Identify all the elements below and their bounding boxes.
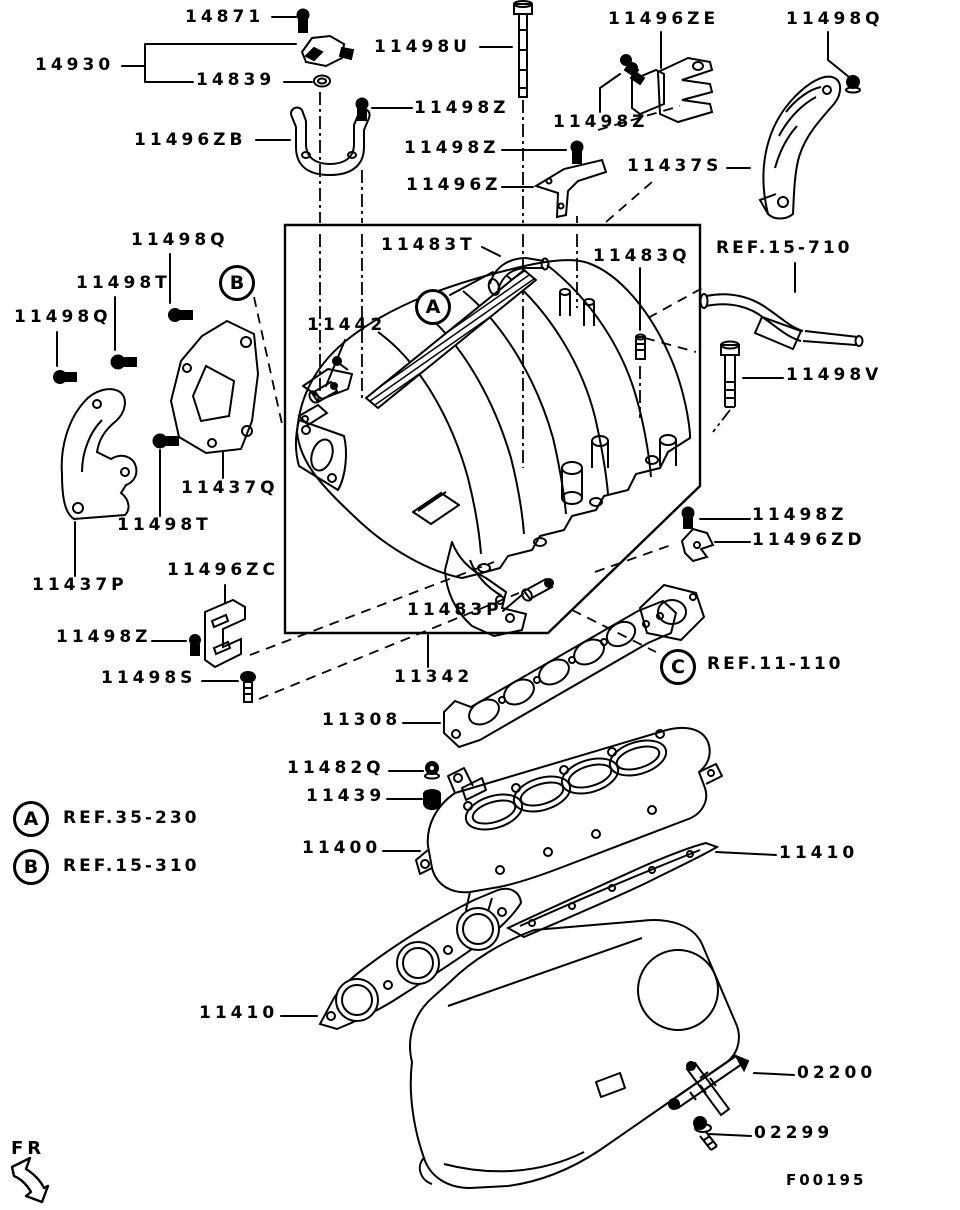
part-bracket-11437Q-drawing bbox=[169, 319, 260, 455]
part-gasket-11410-right-drawing bbox=[505, 841, 720, 939]
part-label-11437S: 11437S bbox=[627, 156, 723, 176]
part-label-11496ZB: 11496ZB bbox=[134, 130, 247, 150]
part-label-11498Z: 11498Z bbox=[414, 98, 510, 118]
part-label-14871: 14871 bbox=[185, 7, 265, 27]
part-label-11498Z-c: 11498Z bbox=[404, 138, 500, 158]
legend-circle-b: B bbox=[13, 849, 49, 885]
part-label-11498Q: 11498Q bbox=[786, 9, 884, 29]
part-label-11498S: 11498S bbox=[101, 668, 197, 688]
part-label-11498Q-c: 11498Q bbox=[14, 307, 112, 327]
part-valve-11442-drawing bbox=[297, 380, 339, 427]
part-label-11496ZC: 11496ZC bbox=[167, 560, 279, 580]
part-label-11439: 11439 bbox=[306, 786, 386, 806]
part-label-11498V: 11498V bbox=[786, 365, 883, 385]
part-label-14930: 14930 bbox=[35, 55, 115, 75]
part-label-11498Q-b: 11498Q bbox=[131, 230, 229, 250]
part-cylinder-head-drawing bbox=[409, 919, 740, 1189]
part-label-11437P: 11437P bbox=[32, 575, 128, 595]
dashed-leaders bbox=[249, 105, 707, 700]
legend-ref-a: REF.35-230 bbox=[63, 808, 200, 828]
part-stud-11483Q-drawing bbox=[635, 333, 646, 360]
part-label-02200: 02200 bbox=[797, 1063, 877, 1083]
part-nut-11498Q-drawing bbox=[845, 75, 861, 94]
fr-arrow-icon bbox=[10, 1156, 50, 1204]
part-studs-02200-drawing bbox=[668, 1053, 750, 1117]
part-label-11483T: 11483T bbox=[381, 235, 476, 255]
figure-code: F00195 bbox=[786, 1171, 867, 1189]
part-label-11498T-b: 11498T bbox=[117, 515, 212, 535]
part-label-11496ZD: 11496ZD bbox=[752, 530, 866, 550]
part-label-11498T: 11498T bbox=[76, 273, 171, 293]
part-label-11483P: 11483P bbox=[407, 600, 503, 620]
part-gasket-11308-drawing bbox=[443, 583, 706, 749]
callout-c: C bbox=[660, 649, 696, 685]
part-label-11437Q: 11437Q bbox=[181, 478, 279, 498]
assembly-box bbox=[283, 223, 702, 635]
part-bracket-11496ZC-drawing bbox=[189, 598, 256, 703]
part-label-11410: 11410 bbox=[779, 843, 859, 863]
part-label-11482Q: 11482Q bbox=[287, 758, 385, 778]
ref-label-11-110: REF.11-110 bbox=[707, 654, 844, 674]
part-label-11410-b: 11410 bbox=[199, 1003, 279, 1023]
center-axes bbox=[319, 92, 731, 468]
part-pipe-ref-15-710-drawing bbox=[699, 293, 864, 351]
part-label-11342: 11342 bbox=[394, 667, 474, 687]
part-pipe-11483T-drawing bbox=[487, 257, 550, 296]
leader-lines bbox=[56, 16, 850, 1137]
part-bolt-11498U-drawing bbox=[513, 0, 533, 98]
part-gasket-11410-left-drawing bbox=[318, 887, 523, 1031]
part-label-11496ZE: 11496ZE bbox=[608, 9, 720, 29]
left-bolts-drawing bbox=[53, 308, 193, 449]
part-label-14839: 14839 bbox=[196, 70, 276, 90]
part-clamp-11496ZD-drawing bbox=[680, 506, 715, 563]
callout-b: B bbox=[219, 265, 255, 301]
callout-a: A bbox=[415, 289, 451, 325]
part-nut-11482Q-drawing bbox=[423, 761, 441, 811]
legend-ref-b: REF.15-310 bbox=[63, 856, 200, 876]
part-label-11496Z: 11496Z bbox=[406, 175, 502, 195]
part-label-11308: 11308 bbox=[322, 710, 402, 730]
part-label-11498U: 11498U bbox=[374, 37, 471, 57]
part-manifold-11342-drawing bbox=[295, 259, 691, 637]
part-label-11498Z-b: 11498Z bbox=[553, 112, 649, 132]
part-lower-manifold-11400-drawing bbox=[415, 726, 723, 919]
part-label-11498Z-d: 11498Z bbox=[56, 627, 152, 647]
part-sensor-14930-drawing bbox=[296, 8, 355, 88]
part-label-11483Q: 11483Q bbox=[593, 246, 691, 266]
part-label-11442: 11442 bbox=[307, 315, 387, 335]
part-label-11498Z-e: 11498Z bbox=[752, 505, 848, 525]
part-bolt-02299-drawing bbox=[693, 1116, 718, 1151]
part-bracket-11496Z-drawing bbox=[533, 62, 646, 219]
part-bolt-11498V-drawing bbox=[720, 340, 740, 408]
part-bracket-11437P-drawing bbox=[60, 388, 138, 521]
part-label-02299: 02299 bbox=[754, 1123, 834, 1143]
legend-circle-a: A bbox=[13, 801, 49, 837]
part-label-11400: 11400 bbox=[302, 838, 382, 858]
part-bracket-11437S-drawing bbox=[758, 75, 842, 220]
front-marker-label: FR bbox=[11, 1138, 46, 1159]
ref-label-15-710: REF.15-710 bbox=[716, 238, 853, 258]
part-bracket-11496ZB-drawing bbox=[290, 97, 371, 177]
part-pin-11483P-drawing bbox=[521, 577, 554, 602]
